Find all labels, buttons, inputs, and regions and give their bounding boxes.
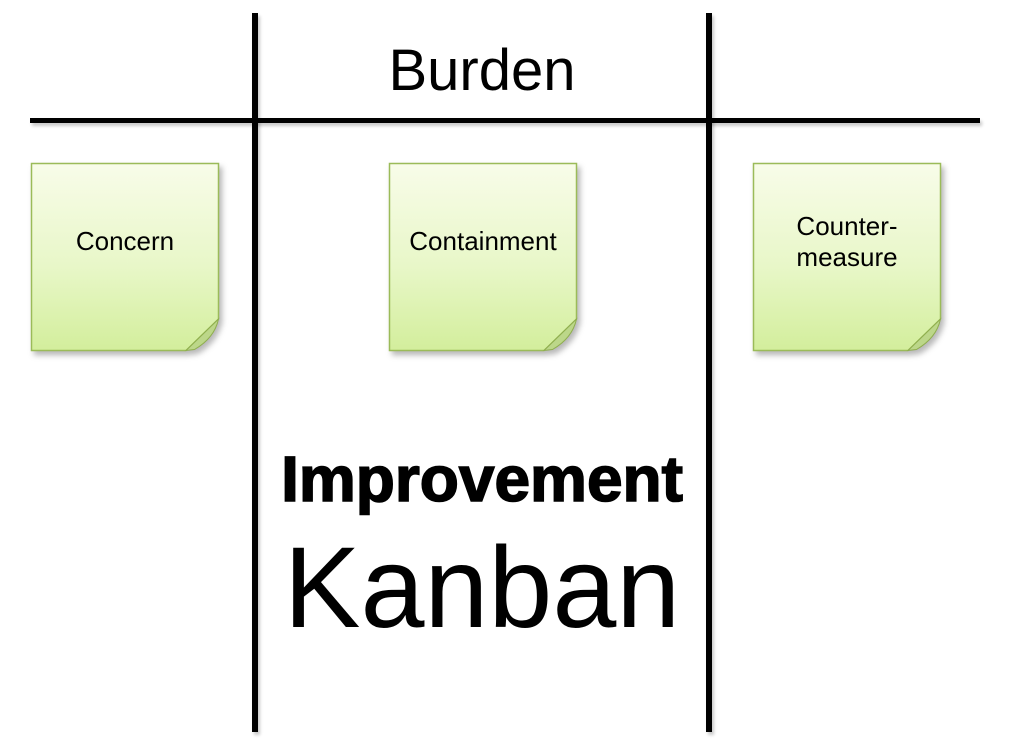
- note-line: Concern: [75, 226, 175, 257]
- column-divider-left: [252, 13, 258, 732]
- note-line: measure: [796, 242, 898, 272]
- sticky-note-icon: [388, 162, 578, 352]
- sticky-note-label: Containment: [388, 162, 578, 352]
- sticky-note-label: Counter- measure: [752, 162, 942, 352]
- sticky-note-containment[interactable]: Containment: [388, 162, 578, 352]
- note-line: Counter-: [796, 210, 898, 241]
- sticky-note-concern[interactable]: Concern: [30, 162, 220, 352]
- sticky-note-counter-measure[interactable]: Counter- measure: [752, 162, 942, 352]
- column-divider-right: [706, 13, 712, 732]
- board-title-improvement: Improvement: [280, 443, 683, 515]
- sticky-note-icon: [30, 162, 220, 352]
- board-title-kanban: Kanban: [283, 524, 681, 652]
- sticky-note-icon: [752, 162, 942, 352]
- sticky-note-label: Concern: [30, 162, 220, 352]
- burden-column-label: Burden: [388, 38, 576, 103]
- header-divider: [30, 118, 980, 123]
- note-line: Containment: [409, 226, 557, 257]
